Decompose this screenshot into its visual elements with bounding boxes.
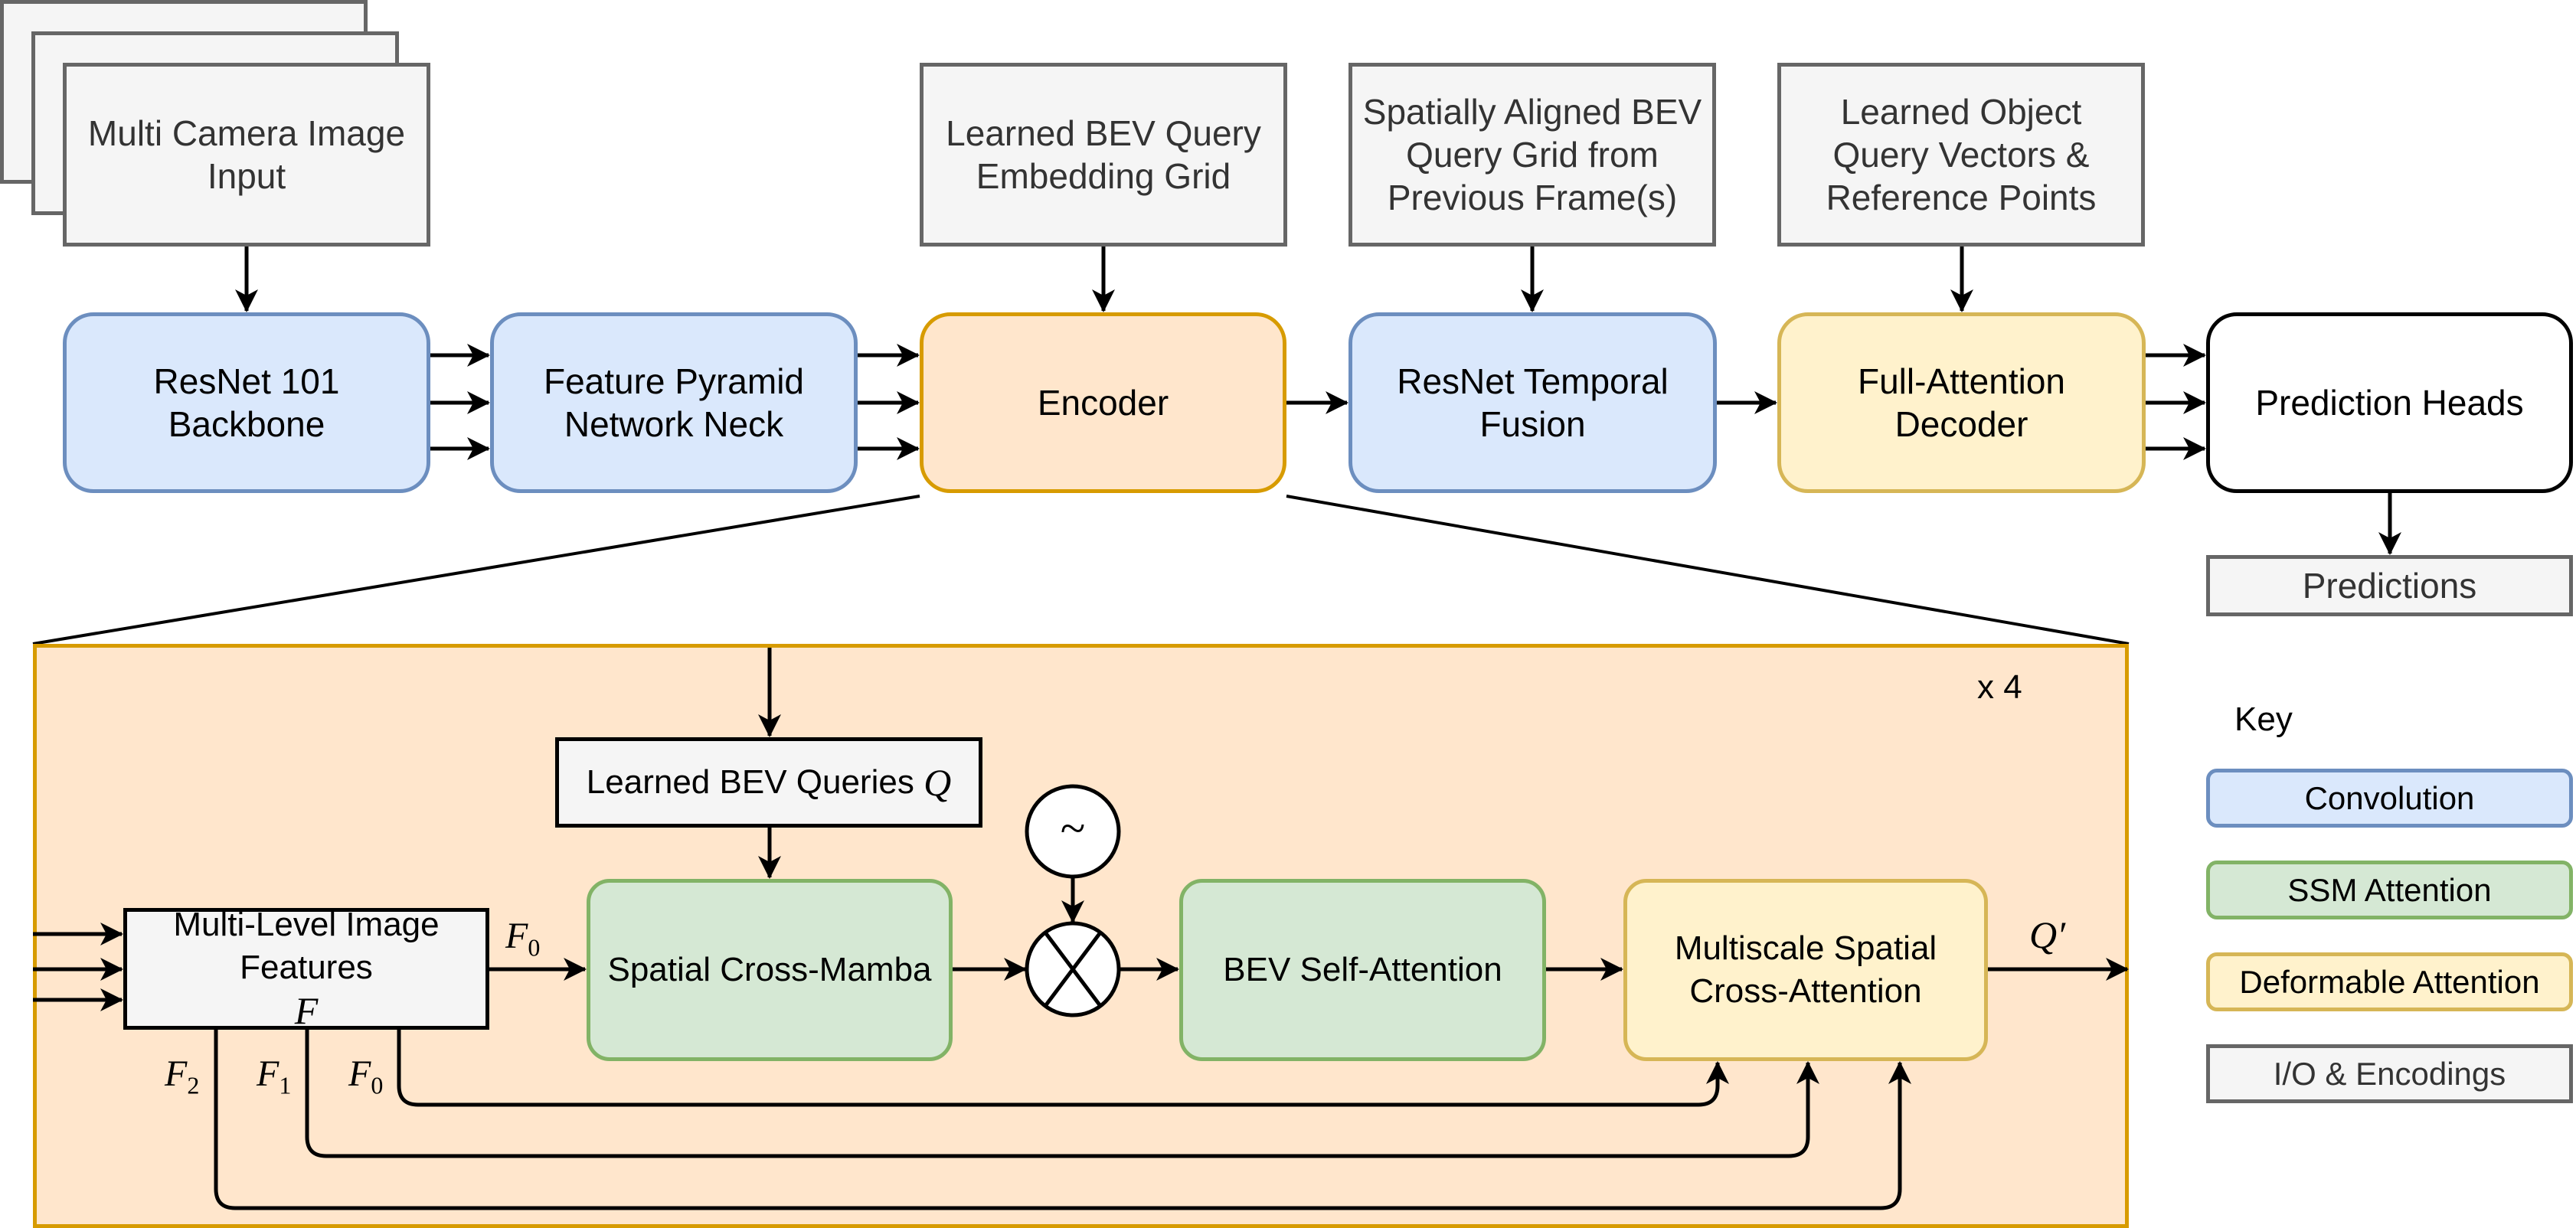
object-query-input-label: Learned Object Query Vectors & Reference… xyxy=(1826,92,2097,217)
fpn-block: Feature Pyramid Network Neck xyxy=(490,312,858,493)
cross-mamba-label: Spatial Cross-Mamba xyxy=(607,951,932,988)
prediction-heads-label: Prediction Heads xyxy=(2255,383,2524,423)
f2-label: F2 xyxy=(165,1053,199,1100)
f0-main-sub: 0 xyxy=(528,933,541,962)
key-ssm-attention-label: SSM Attention xyxy=(2287,871,2492,908)
bev-grid-input-label: Learned BEV Query Embedding Grid xyxy=(946,113,1261,196)
tilde-icon: ~ xyxy=(1060,803,1086,854)
key-deformable-attention-label: Deformable Attention xyxy=(2239,963,2540,1000)
image-features-box: Multi-Level Image Features F xyxy=(123,906,489,1032)
f1-sub: 1 xyxy=(279,1071,292,1099)
camera-input-box: Multi Camera Image Input xyxy=(63,63,430,247)
self-attention-label: BEV Self-Attention xyxy=(1223,951,1502,988)
decoder-block: Full-Attention Decoder xyxy=(1777,312,2146,493)
self-attention-block: BEV Self-Attention xyxy=(1179,879,1546,1061)
zoom-line-left xyxy=(32,495,920,645)
key-deformable-attention: Deformable Attention xyxy=(2206,952,2573,1011)
decoder-label: Full-Attention Decoder xyxy=(1857,361,2065,444)
camera-input-label: Multi Camera Image Input xyxy=(87,113,406,196)
predictions-label: Predictions xyxy=(2302,566,2477,606)
multiscale-block: Multiscale Spatial Cross-Attention xyxy=(1623,879,1988,1061)
output-q-prime-label: Q′ xyxy=(2029,913,2066,956)
encoder-label: Encoder xyxy=(1037,383,1169,423)
backbone-block: ResNet 101 Backbone xyxy=(63,312,430,493)
key-ssm-attention: SSM Attention xyxy=(2206,861,2573,919)
bev-queries-box: Learned BEV Queries Q xyxy=(555,737,982,828)
key-convolution-label: Convolution xyxy=(2304,779,2475,816)
key-convolution: Convolution xyxy=(2206,769,2573,828)
prev-frame-input-box: Spatially Aligned BEV Query Grid from Pr… xyxy=(1348,63,1716,247)
backbone-label: ResNet 101 Backbone xyxy=(153,361,340,444)
multiscale-label: Multiscale Spatial Cross-Attention xyxy=(1674,929,1937,1010)
skip-path-f0 xyxy=(397,1030,1729,1107)
f2-letter: F xyxy=(165,1053,188,1094)
prediction-heads-block: Prediction Heads xyxy=(2206,312,2573,493)
image-features-symbol-line: F xyxy=(295,989,319,1034)
bev-queries-symbol: Q xyxy=(924,761,952,804)
f2-sub: 2 xyxy=(187,1071,200,1099)
f0-skip-label: F0 xyxy=(348,1053,383,1100)
repeat-count: x 4 xyxy=(1977,668,2022,706)
temporal-fusion-label: ResNet Temporal Fusion xyxy=(1397,361,1669,444)
encoder-block: Encoder xyxy=(920,312,1286,493)
image-features-label: Multi-Level Image Features xyxy=(173,906,440,986)
combine-multiply-node xyxy=(1025,921,1121,1017)
fpn-label: Feature Pyramid Network Neck xyxy=(543,361,804,444)
key-io-encodings-label: I/O & Encodings xyxy=(2273,1055,2506,1092)
f0-main-label: F0 xyxy=(505,915,540,962)
temporal-fusion-block: ResNet Temporal Fusion xyxy=(1348,312,1717,493)
f0-main-letter: F xyxy=(505,916,528,956)
object-query-input-box: Learned Object Query Vectors & Reference… xyxy=(1777,63,2145,247)
f0-skip-letter: F xyxy=(348,1053,371,1094)
cross-mamba-block: Spatial Cross-Mamba xyxy=(587,879,953,1061)
skip-path-f1 xyxy=(305,1030,1819,1158)
bev-grid-input-box: Learned BEV Query Embedding Grid xyxy=(920,63,1287,247)
image-features-symbol: F xyxy=(294,989,319,1032)
predictions-box: Predictions xyxy=(2206,555,2573,616)
f0-skip-sub: 0 xyxy=(371,1071,384,1099)
key-title: Key xyxy=(2234,701,2293,738)
skip-path-f2 xyxy=(214,1030,1911,1210)
key-io-encodings: I/O & Encodings xyxy=(2206,1044,2573,1103)
prev-frame-input-label: Spatially Aligned BEV Query Grid from Pr… xyxy=(1362,92,1702,217)
zoom-line-right xyxy=(1286,495,2130,645)
f1-label: F1 xyxy=(257,1053,291,1100)
f1-letter: F xyxy=(257,1053,280,1094)
bev-queries-label: Learned BEV Queries xyxy=(586,763,914,801)
positional-encoding-node xyxy=(1025,784,1121,879)
